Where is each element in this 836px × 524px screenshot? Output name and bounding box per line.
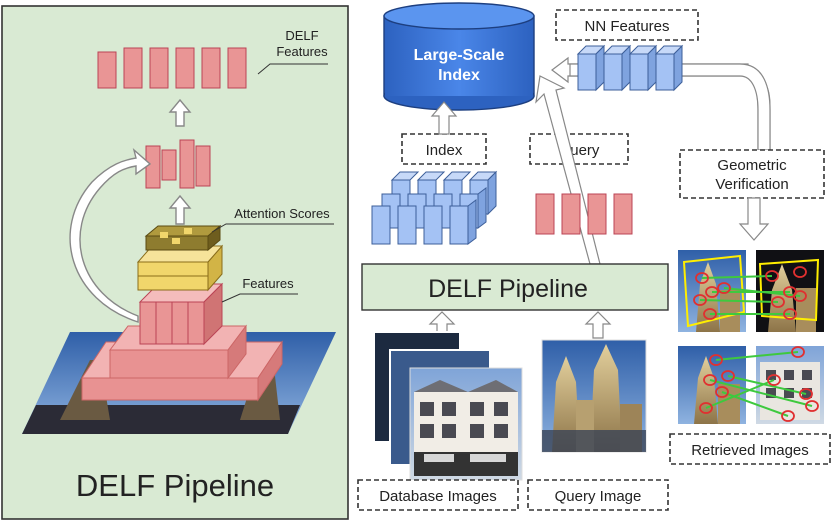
large-scale-index: Large-Scale Index: [383, 2, 535, 111]
index-descriptor-grid: [371, 170, 498, 245]
index-box: [401, 133, 487, 165]
database-images-box: [357, 479, 519, 511]
delf-feature-row: [97, 47, 247, 89]
features-label: Features: [242, 276, 294, 291]
feature-blocks: [138, 282, 224, 346]
verify-down-arrow: [738, 197, 770, 241]
delf-pipeline-bar: [361, 263, 669, 311]
left-arrows: [69, 98, 192, 323]
left-panel-title: DELF Pipeline: [76, 468, 274, 503]
attention-stack: [136, 224, 224, 292]
nn-feature-blocks: [576, 44, 684, 92]
query-image-box: [527, 479, 669, 511]
index-box-label: Index: [426, 142, 463, 159]
attention-scores-label: Attention Scores: [234, 206, 330, 221]
query-descriptor-blocks: [535, 193, 633, 235]
delf-pipeline-label: DELF Pipeline: [428, 275, 588, 303]
up-arrow-2: [168, 98, 192, 127]
nn-features-box: [555, 9, 699, 41]
left-panel: DELF Features Attention Scores Features …: [1, 5, 349, 520]
left-labels: DELF Features Attention Scores Features: [211, 28, 334, 303]
query-up-arrow: [584, 311, 612, 339]
index-title-line1: Large-Scale: [414, 47, 505, 64]
delf-features-label-2: Features: [276, 44, 328, 59]
query-to-index-arrow: [535, 75, 601, 265]
retrieved-images-box: [669, 433, 831, 465]
right-panel: Large-Scale Index NN Features Index: [357, 2, 831, 511]
curved-arrow: [69, 148, 152, 323]
query-image: [541, 339, 647, 453]
query-image-label: Query Image: [555, 488, 642, 505]
index-up-arrow: [430, 101, 458, 135]
database-images-label: Database Images: [379, 488, 497, 505]
retrieved-pair-2: [678, 346, 824, 424]
delf-features-label-1: DELF: [285, 28, 318, 43]
index-title-line2: Index: [438, 67, 480, 84]
retrieved-pair-1: [678, 250, 824, 332]
up-arrow-1: [168, 194, 192, 225]
retrieved-images-label: Retrieved Images: [691, 442, 809, 459]
database-image-front: [409, 367, 523, 481]
geometric-verification-label-1: Geometric: [717, 157, 787, 174]
geometric-verification-label-2: Verification: [715, 176, 788, 193]
selected-feature-blocks: [145, 139, 211, 189]
database-images: [373, 331, 523, 481]
query-box: [529, 133, 629, 165]
geometric-verification-box: [679, 149, 825, 199]
nn-features-label: NN Features: [584, 18, 669, 35]
